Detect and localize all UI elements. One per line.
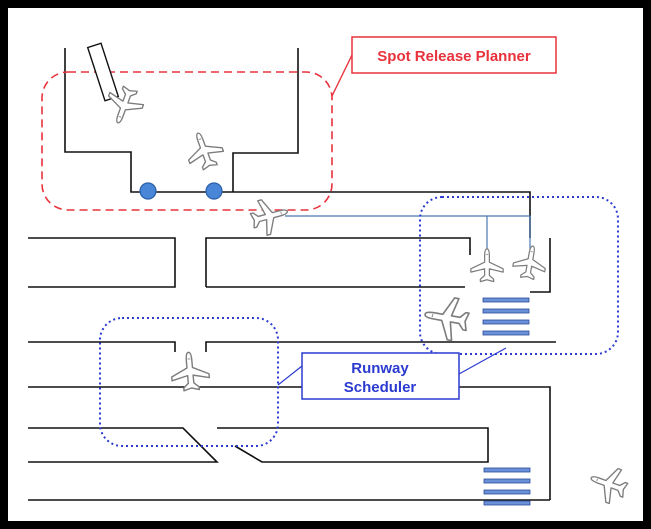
aircraft-icon <box>584 460 633 508</box>
runway-scheduler-label-line2: Scheduler <box>344 379 417 396</box>
runway-main-top <box>28 386 551 500</box>
runway-scheduler-label-box <box>301 352 460 400</box>
spot-release-planner-label-box <box>351 36 557 74</box>
runway-scheduler-zone-lower <box>99 317 279 447</box>
runway-scheduler-pointer-right <box>458 347 507 375</box>
taxiway-left-upper <box>28 237 176 288</box>
runway-upper <box>28 341 176 352</box>
spot-release-planner-label: Spot Release Planner <box>377 48 531 65</box>
runway-main-bottom <box>234 445 489 463</box>
runway-main-mid <box>28 427 219 463</box>
spot-release-planner-pointer <box>331 54 353 97</box>
runway-scheduler-pointer-left <box>277 365 303 386</box>
ramp-boundary <box>64 48 531 238</box>
taxiway-right-edge <box>530 238 551 293</box>
runway-scheduler-label-line1: Runway <box>351 360 409 377</box>
spot-marker-icon <box>139 182 157 200</box>
scheduler-connectors <box>285 215 531 262</box>
aircraft-icon <box>470 248 504 283</box>
aircraft-icon <box>510 242 550 282</box>
taxiway-center <box>205 237 471 287</box>
aircraft-icon <box>420 292 473 344</box>
runway-upper-right <box>205 341 556 352</box>
spot-release-planner-zone <box>41 71 333 211</box>
departure-queue-icon <box>482 297 530 336</box>
spot-marker-icon <box>205 182 223 200</box>
runway-main-branch <box>217 427 489 452</box>
aircraft-icon <box>169 350 212 393</box>
departure-queue-icon <box>483 467 531 506</box>
aircraft-icon <box>180 126 228 175</box>
taxiway-network <box>28 48 556 501</box>
runway-scheduler-zone-upper <box>419 196 619 355</box>
ramp-boundary-right <box>232 48 299 192</box>
